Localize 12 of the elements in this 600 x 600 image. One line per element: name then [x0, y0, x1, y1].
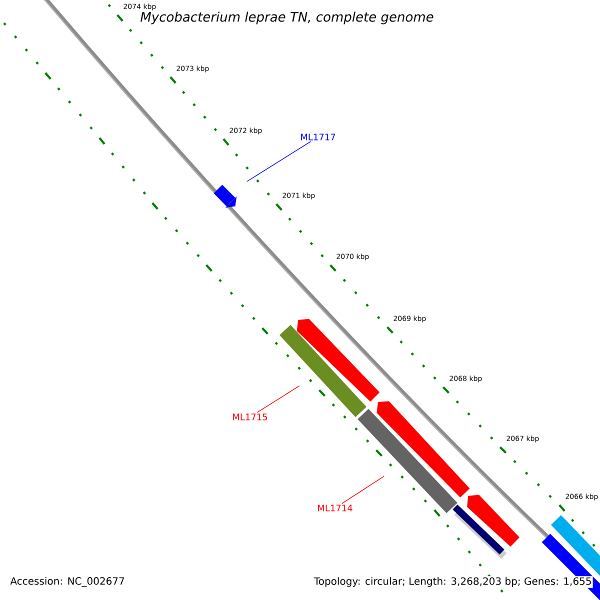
leader-line — [256, 385, 300, 413]
gene-arrow — [214, 184, 237, 208]
gene-label: ML1717 — [301, 134, 336, 140]
leader-line — [342, 476, 384, 504]
genome-info-text: Topology: circular; Length: 3,268,203 bp; Genes: 1,655 — [312, 576, 593, 588]
gene-bar — [358, 408, 458, 514]
accession-text: Accession: NC_002677 — [9, 576, 126, 588]
leader-line — [246, 141, 312, 182]
gene-label: ML1715 — [233, 414, 268, 420]
gene-bar — [280, 324, 366, 418]
title: Mycobacterium leprae TN, complete genome — [139, 10, 435, 26]
gene-label: ML1714 — [318, 504, 352, 512]
